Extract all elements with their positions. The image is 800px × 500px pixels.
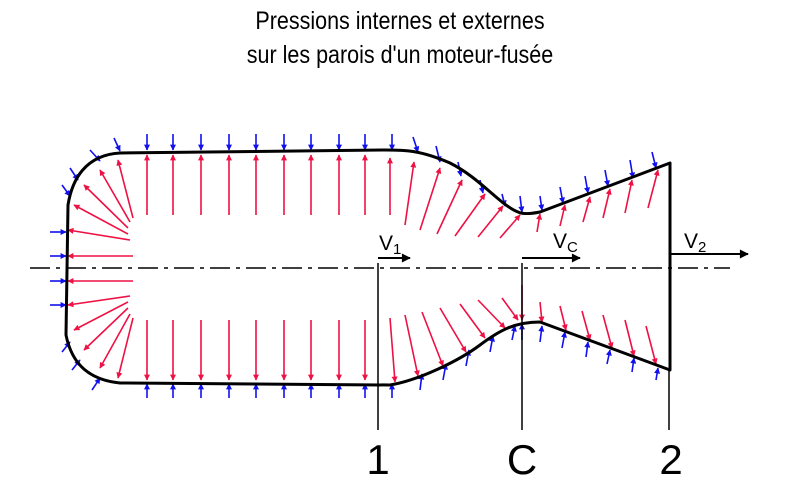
- section-label-1: 1: [366, 436, 389, 483]
- external-pressure-arrow: [584, 341, 591, 358]
- external-pressure-arrow: [538, 325, 545, 343]
- external-pressure-arrow: [61, 184, 71, 197]
- internal-pressure-arrow: [454, 193, 486, 237]
- internal-pressure-arrow: [83, 307, 129, 351]
- external-pressure-arrow: [91, 377, 101, 391]
- internal-pressure-arrow: [536, 213, 543, 233]
- velocity-label-v1: V1: [379, 232, 401, 258]
- velocity-label-v2: V2: [684, 230, 706, 256]
- internal-pressure-arrow: [99, 169, 131, 223]
- title-line-2: sur les parois d'un moteur-fusée: [246, 41, 554, 69]
- internal-pressure-arrow: [83, 184, 129, 229]
- internal-pressure-arrow: [459, 303, 486, 339]
- internal-pressure-arrow: [602, 314, 614, 349]
- engine-wall: [64, 148, 672, 387]
- internal-pressure-arrow: [559, 204, 567, 227]
- external-pressure-arrow: [538, 195, 545, 211]
- internal-pressure-arrow: [499, 214, 521, 239]
- internal-pressure-arrow: [99, 313, 131, 369]
- external-pressure-arrow: [489, 335, 495, 353]
- external-pressure-arrow: [630, 357, 637, 373]
- external-pressure-arrow: [605, 349, 612, 365]
- internal-pressure-arrow: [477, 299, 506, 329]
- internal-pressure-arrows: [67, 154, 660, 383]
- external-pressure-arrows: [50, 134, 661, 398]
- internal-pressure-arrow: [421, 311, 444, 367]
- internal-pressure-arrow: [645, 325, 658, 365]
- internal-pressure-arrow: [582, 196, 592, 223]
- internal-pressure-arrow: [67, 295, 131, 308]
- internal-pressure-arrow: [73, 301, 129, 331]
- internal-pressure-arrow: [404, 314, 420, 377]
- diagram-title: Pressions internes et externes sur les p…: [56, 4, 744, 72]
- external-pressure-arrow: [651, 151, 658, 169]
- internal-pressure-arrow: [419, 167, 442, 231]
- internal-pressure-arrow: [624, 179, 634, 214]
- external-pressure-arrow: [584, 175, 591, 194]
- internal-pressure-arrow: [581, 310, 592, 341]
- internal-pressure-arrow: [559, 305, 568, 331]
- external-pressure-arrow: [561, 331, 567, 349]
- title-line-1: Pressions internes et externes: [255, 7, 545, 35]
- internal-pressure-arrow: [116, 317, 134, 379]
- external-pressure-arrow: [113, 137, 121, 152]
- internal-pressure-arrow: [67, 227, 131, 241]
- internal-pressure-arrow: [538, 301, 545, 323]
- external-pressure-arrow: [412, 136, 420, 153]
- section-label-2: 2: [659, 436, 682, 483]
- velocity-label-vc: VC: [553, 230, 578, 256]
- external-pressure-arrow: [518, 195, 525, 213]
- internal-pressure-arrow: [404, 161, 417, 226]
- internal-pressure-arrow: [73, 204, 129, 235]
- internal-pressure-arrow: [439, 307, 467, 353]
- external-pressure-arrow: [654, 367, 661, 381]
- internal-pressure-arrow: [389, 317, 398, 383]
- internal-pressure-arrow: [624, 319, 636, 357]
- external-pressure-arrow: [559, 186, 565, 204]
- internal-pressure-arrow: [477, 205, 504, 238]
- internal-pressure-arrow: [501, 297, 519, 321]
- internal-pressure-arrow: [647, 169, 660, 209]
- external-pressure-arrow: [629, 159, 636, 179]
- internal-pressure-arrow: [436, 179, 463, 235]
- external-pressure-arrow: [510, 325, 517, 341]
- internal-pressure-arrow: [116, 159, 134, 219]
- section-label-c: C: [507, 436, 537, 483]
- internal-pressure-arrow: [602, 188, 612, 219]
- external-pressure-arrow: [604, 169, 610, 187]
